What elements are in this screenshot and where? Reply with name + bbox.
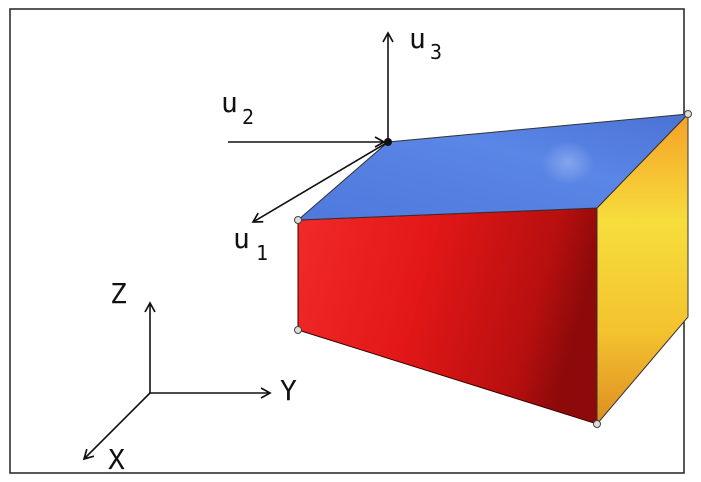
- front-face: [297, 207, 598, 425]
- y-axis-label: Y: [280, 374, 297, 407]
- u2-label: u: [221, 86, 238, 119]
- x-axis: [82, 392, 151, 461]
- vertex-front-left-top: [294, 216, 302, 224]
- u1-label: u: [233, 222, 250, 255]
- vertex-front-right-bottom: [593, 420, 601, 428]
- u3-subscript: 3: [430, 40, 442, 64]
- local-origin-point: [384, 138, 392, 146]
- vertex-back-right-top: [684, 110, 692, 118]
- x-axis-label: X: [108, 443, 125, 476]
- top-face-highlight: [542, 141, 594, 185]
- u2-subscript: 2: [242, 105, 254, 129]
- u1-arrow: [251, 141, 389, 223]
- u3-label: u: [409, 22, 426, 55]
- u1-subscript: 1: [256, 241, 268, 265]
- vertex-front-left-bottom: [294, 326, 302, 334]
- z-axis-label: Z: [110, 277, 127, 310]
